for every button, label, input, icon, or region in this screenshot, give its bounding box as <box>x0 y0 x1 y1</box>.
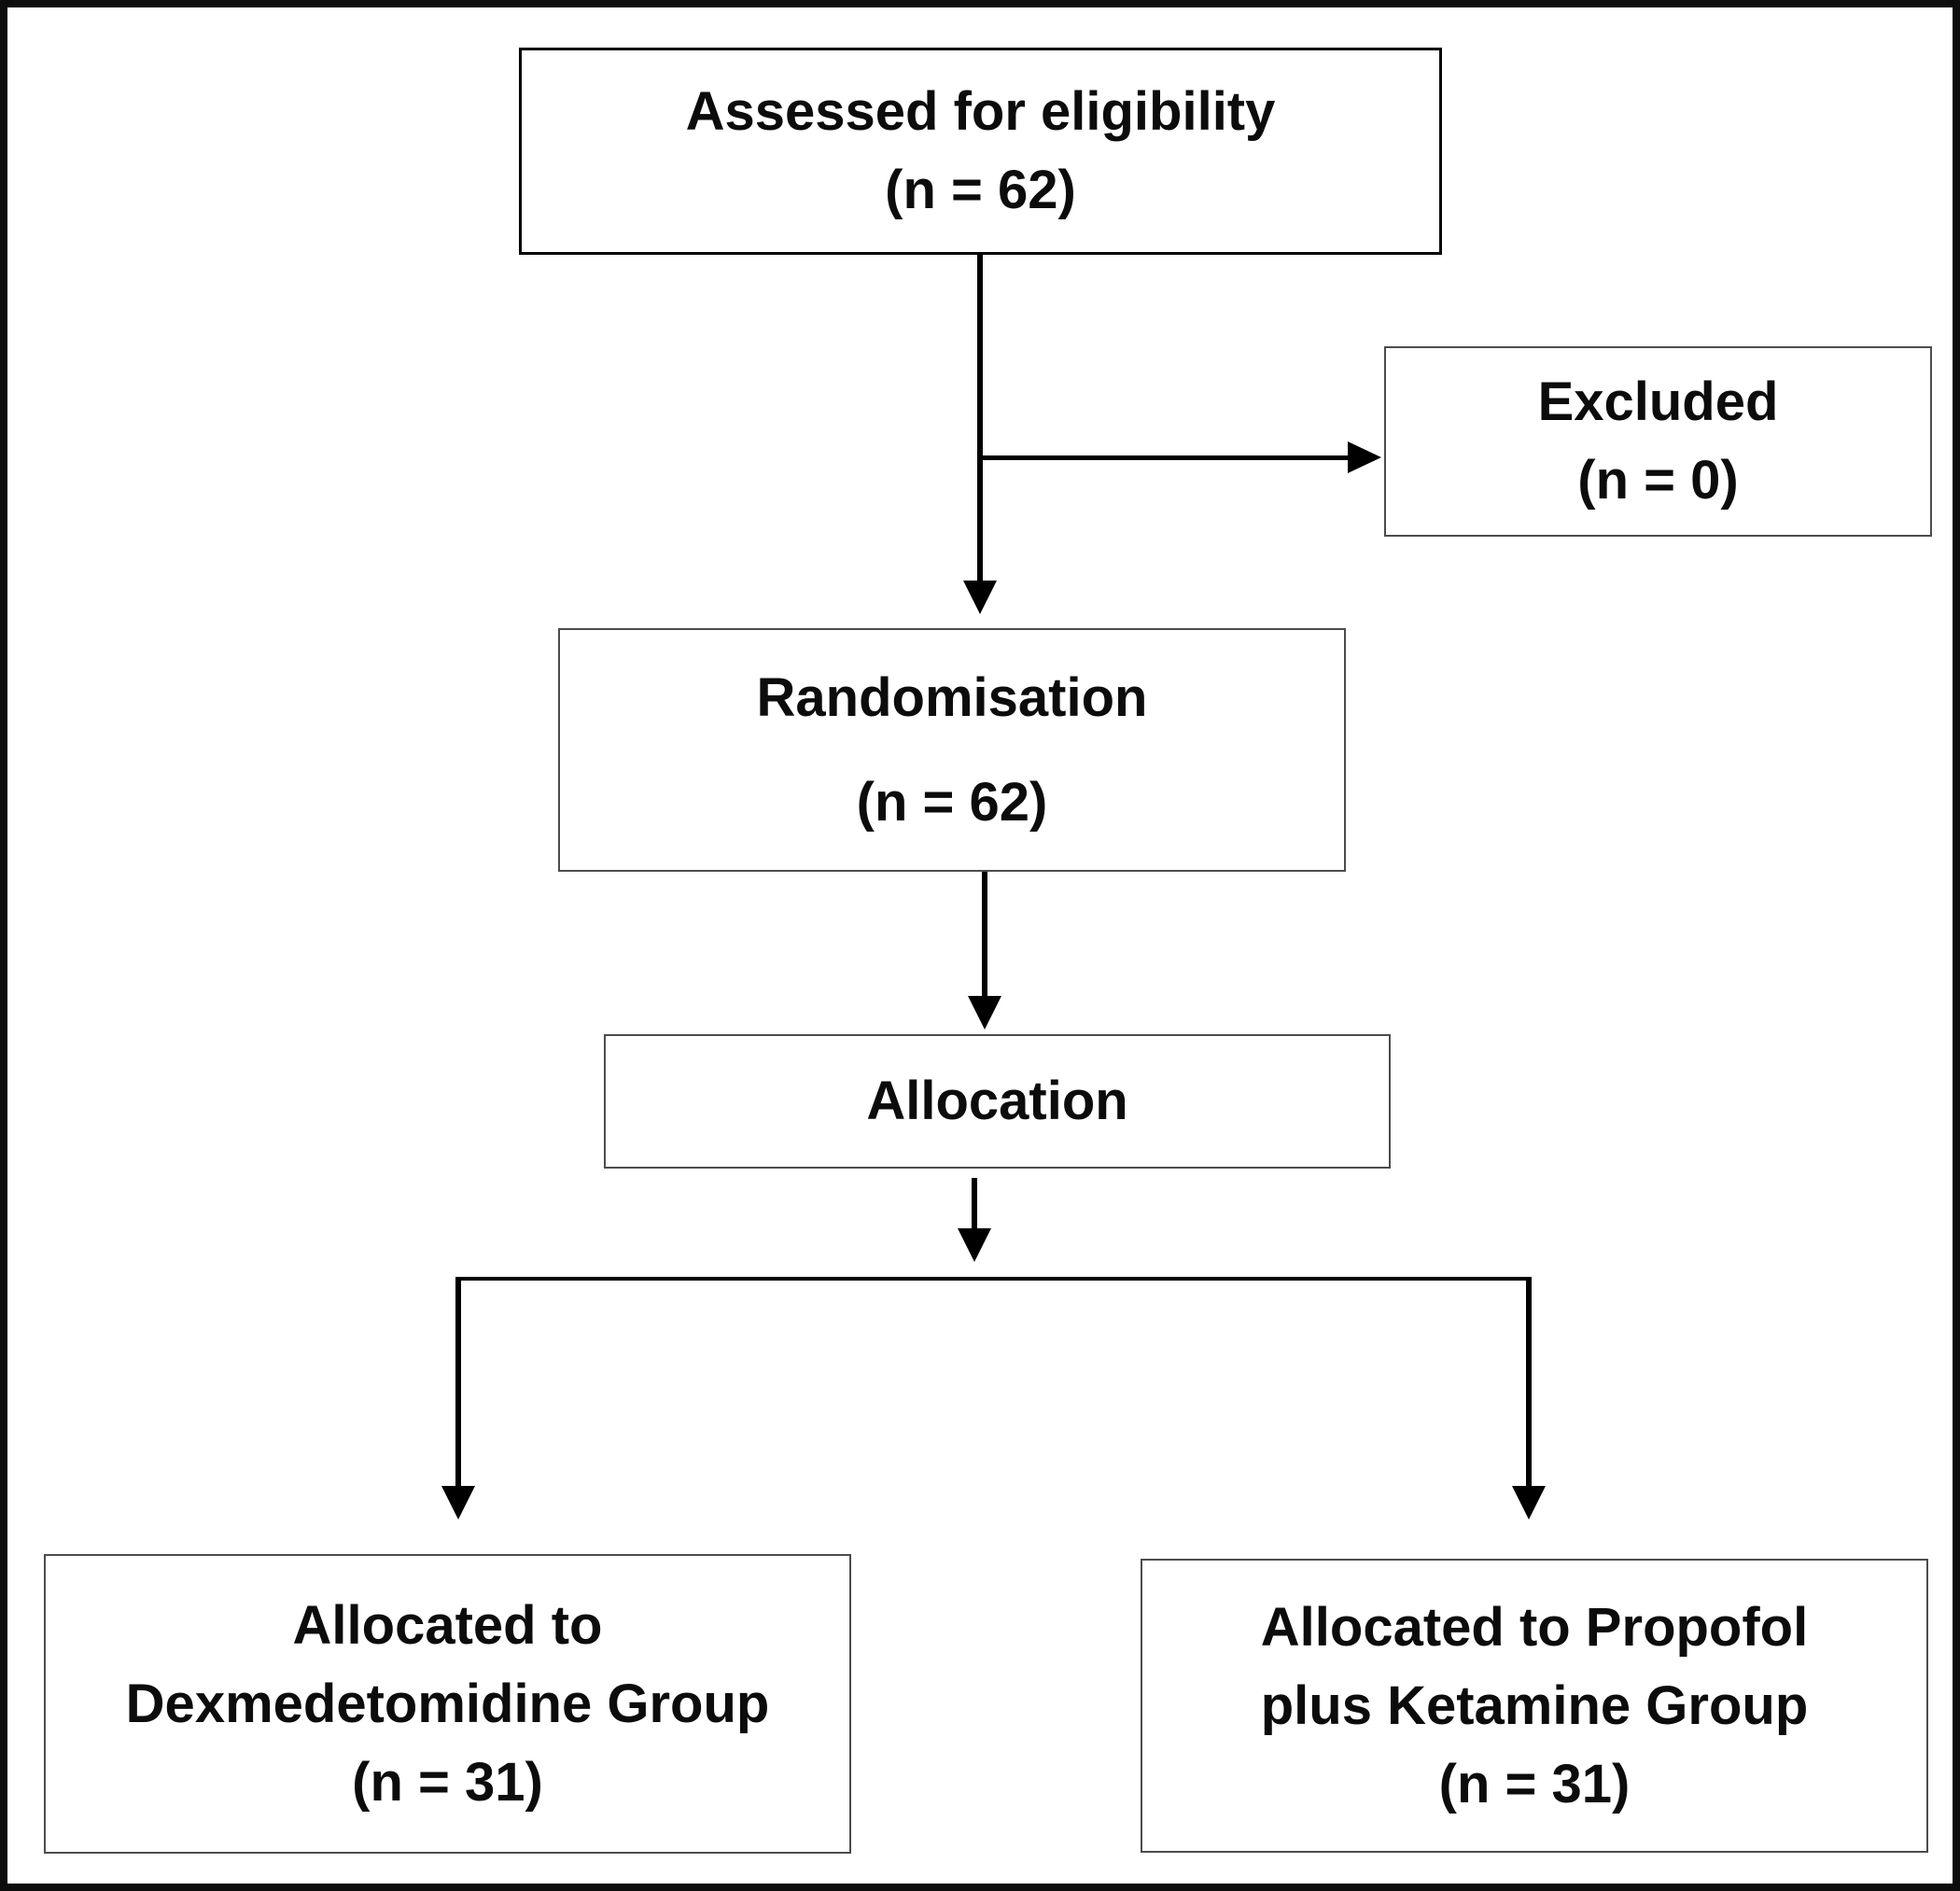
excluded-label: Excluded <box>1537 371 1779 432</box>
arrowhead-into-randomisation <box>963 581 997 614</box>
dexmedetomidine-group-count: (n = 31) <box>352 1751 543 1813</box>
connector-assessed-to-randomisation <box>977 255 983 582</box>
split-line <box>458 1277 1529 1281</box>
arrowhead-into-excluded <box>1348 441 1381 473</box>
connector-randomisation-to-allocation <box>982 872 987 998</box>
excluded-count: (n = 0) <box>1577 450 1739 511</box>
arrowhead-into-allocation <box>968 996 1001 1030</box>
propofol-ketamine-group-line2: plus Ketamine Group <box>1260 1674 1809 1736</box>
connector-to-excluded <box>980 455 1348 460</box>
allocation-box: Allocation <box>604 1034 1391 1169</box>
dexmedetomidine-group-line2: Dexmedetomidine Group <box>125 1673 770 1734</box>
randomisation-label: Randomisation <box>756 666 1148 728</box>
propofol-ketamine-group-box: Allocated to Propofol plus Ketamine Grou… <box>1141 1559 1928 1853</box>
assessed-eligibility-count: (n = 62) <box>885 160 1076 220</box>
allocation-label: Allocation <box>866 1071 1128 1131</box>
propofol-ketamine-group-count: (n = 31) <box>1438 1753 1631 1814</box>
propofol-ketamine-group-line1: Allocated to Propofol <box>1260 1596 1809 1658</box>
assessed-eligibility-box: Assessed for eligibility (n = 62) <box>519 48 1442 255</box>
dexmedetomidine-group-box: Allocated to Dexmedetomidine Group (n = … <box>44 1554 851 1854</box>
arrowhead-into-split <box>958 1228 991 1262</box>
excluded-box: Excluded (n = 0) <box>1384 346 1932 537</box>
connector-split-to-dexmedetomidine <box>455 1277 461 1488</box>
randomisation-count: (n = 62) <box>856 771 1048 833</box>
dexmedetomidine-group-line1: Allocated to <box>292 1594 603 1656</box>
connector-split-to-propofol-ketamine <box>1526 1277 1532 1488</box>
connector-allocation-to-split <box>972 1178 977 1230</box>
arrowhead-into-dexmedetomidine <box>441 1486 475 1520</box>
assessed-eligibility-label: Assessed for eligibility <box>685 81 1276 142</box>
arrowhead-into-propofol-ketamine <box>1512 1486 1546 1520</box>
randomisation-box: Randomisation (n = 62) <box>558 628 1346 872</box>
